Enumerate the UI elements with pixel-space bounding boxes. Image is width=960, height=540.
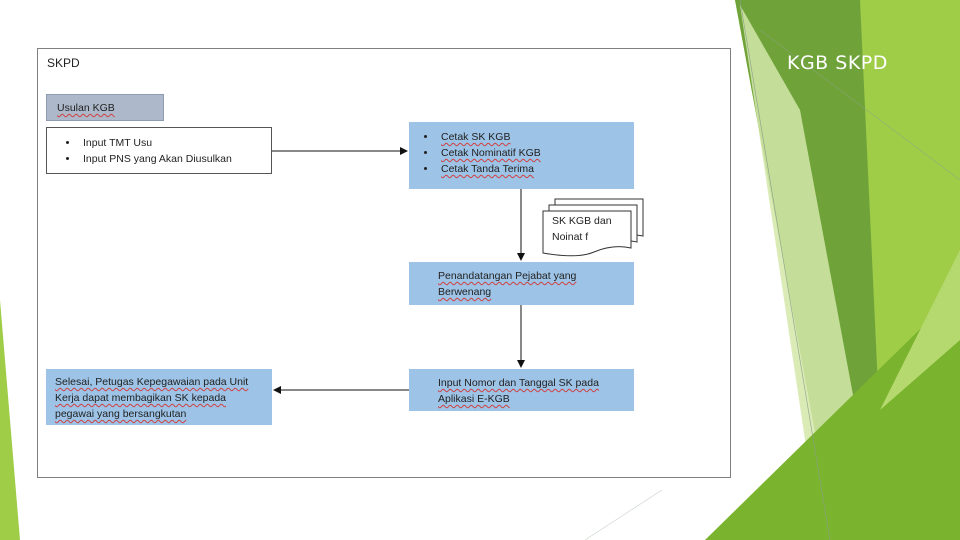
selesai-box: Selesai, Petugas Kepegawaian pada Unit K… bbox=[46, 369, 272, 425]
usulan-box: Usulan KGB bbox=[46, 94, 164, 121]
penandatangan-box: Penandatangan Pejabat yang Berwenang bbox=[409, 262, 634, 305]
penandatangan-line-1: Penandatangan Pejabat yang bbox=[438, 270, 577, 282]
input-box: Input TMT Usu Input PNS yang Akan Diusul… bbox=[46, 127, 272, 174]
input-item-pns: Input PNS yang Akan Diusulkan bbox=[79, 151, 271, 167]
usulan-label: Usulan KGB bbox=[57, 102, 115, 114]
cetak-item-nominatif: Cetak Nominatif KGB bbox=[437, 145, 634, 161]
slide-title: KGB SKPD bbox=[787, 52, 888, 74]
cetak-list: Cetak SK KGB Cetak Nominatif KGB Cetak T… bbox=[409, 129, 634, 177]
penandatangan-line-2: Berwenang bbox=[438, 286, 492, 298]
cetak-item-tanda-terima: Cetak Tanda Terima bbox=[437, 161, 634, 177]
frame-label: SKPD bbox=[47, 56, 80, 70]
cetak-item-sk: Cetak SK KGB bbox=[437, 129, 634, 145]
lower-right-green-wedge bbox=[705, 290, 960, 540]
cetak-box: Cetak SK KGB Cetak Nominatif KGB Cetak T… bbox=[409, 122, 634, 189]
selesai-line-2: Kerja dapat membagikan SK kepada bbox=[55, 392, 227, 404]
lower-right-light-wedge bbox=[880, 250, 960, 410]
input-nomor-line-2: Aplikasi E-KGB bbox=[438, 393, 510, 405]
input-nomor-line-1: Input Nomor dan Tanggal SK pada bbox=[438, 377, 599, 389]
selesai-line-3: pegawai yang bersangkutan bbox=[55, 408, 187, 420]
input-nomor-box: Input Nomor dan Tanggal SK pada Aplikasi… bbox=[409, 369, 634, 411]
input-list: Input TMT Usu Input PNS yang Akan Diusul… bbox=[51, 135, 271, 167]
input-item-tmt: Input TMT Usu bbox=[79, 135, 271, 151]
decor-line-2 bbox=[759, 29, 960, 181]
decor-line-3 bbox=[584, 489, 663, 540]
selesai-line-1: Selesai, Petugas Kepegawaian pada Unit bbox=[55, 376, 249, 388]
left-green-sliver bbox=[0, 300, 20, 540]
decor-line-1 bbox=[739, 0, 831, 540]
